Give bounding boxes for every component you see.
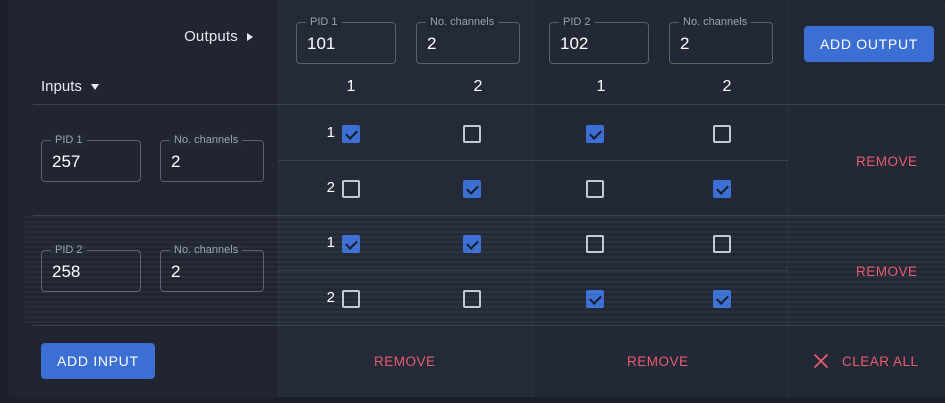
cbx-in1ch1-out1ch1[interactable] — [342, 125, 360, 143]
input-2-channel-1-index: 1 — [326, 234, 335, 251]
cbx-in2ch1-out1ch1[interactable] — [342, 235, 360, 253]
chevron-down-icon — [90, 83, 99, 90]
output-2-pid-input[interactable] — [560, 32, 640, 56]
clear-all-button[interactable]: CLEAR ALL — [812, 352, 919, 370]
input-2-channel-2-index: 2 — [326, 289, 335, 306]
output-2-channels-input[interactable] — [680, 32, 760, 56]
matrix-header: Outputs Inputs PID 1 No. channels PID 2 — [8, 0, 945, 105]
cbx-in1ch2-out1ch1[interactable] — [342, 180, 360, 198]
inputs-column-tint — [8, 0, 278, 397]
cbx-in2ch1-out2ch2[interactable] — [713, 235, 731, 253]
routing-matrix-card: Outputs Inputs PID 1 No. channels PID 2 — [8, 0, 945, 397]
outputs-header-toggle[interactable]: Outputs — [8, 28, 253, 45]
cbx-in1ch2-out1ch2[interactable] — [463, 180, 481, 198]
input-2-channels-input[interactable] — [171, 260, 251, 284]
output-2-channels-field[interactable]: No. channels — [669, 16, 773, 64]
input-1-channel-1-index: 1 — [326, 124, 335, 141]
remove-input-1-button[interactable]: REMOVE — [856, 154, 918, 169]
input-1-channels-input[interactable] — [171, 150, 251, 174]
chevron-right-icon — [247, 32, 253, 41]
inputs-header-toggle[interactable]: Inputs — [41, 78, 99, 95]
output-2-channel-1-header: 1 — [596, 78, 606, 95]
matrix-row-input2-ch1: 1 — [8, 216, 945, 271]
divider-output-1-2 — [532, 0, 533, 397]
matrix-row-input2-ch2: 2 — [8, 271, 945, 326]
remove-input-2-button[interactable]: REMOVE — [856, 264, 918, 279]
outputs-label: Outputs — [184, 28, 238, 45]
cbx-in2ch2-out2ch2[interactable] — [713, 290, 731, 308]
cbx-in1ch1-out1ch2[interactable] — [463, 125, 481, 143]
output-1-channel-1-header: 1 — [346, 78, 356, 95]
input-1-channels-field[interactable]: No. channels — [160, 134, 264, 182]
cbx-in1ch1-out2ch1[interactable] — [586, 125, 604, 143]
add-input-button[interactable]: ADD INPUT — [41, 343, 155, 379]
input-group-divider-2 — [33, 325, 945, 326]
cbx-in2ch2-out1ch2[interactable] — [463, 290, 481, 308]
input-2-pid-input[interactable] — [52, 260, 132, 284]
divider-inputs-outputs — [278, 0, 279, 397]
output-1-pid-field[interactable]: PID 1 — [296, 16, 396, 64]
output-2-pid-field[interactable]: PID 2 — [549, 16, 649, 64]
input-group-divider-1 — [33, 215, 945, 216]
header-bottom-divider — [33, 104, 945, 105]
remove-output-2-button[interactable]: REMOVE — [627, 354, 689, 369]
cbx-in2ch1-out1ch2[interactable] — [463, 235, 481, 253]
remove-output-1-button[interactable]: REMOVE — [374, 354, 436, 369]
input-1-pid-field[interactable]: PID 1 — [41, 134, 141, 182]
clear-all-label: CLEAR ALL — [842, 353, 919, 369]
input-2-channels-legend: No. channels — [170, 244, 243, 256]
input-1-channels-legend: No. channels — [170, 134, 243, 146]
input-1-pid-legend: PID 1 — [51, 134, 87, 146]
matrix-row-input1-ch2: 2 — [8, 161, 945, 216]
input-2-channels-field[interactable]: No. channels — [160, 244, 264, 292]
output-1-channels-input[interactable] — [427, 32, 507, 56]
cbx-in1ch2-out2ch1[interactable] — [586, 180, 604, 198]
input-2-pid-legend: PID 2 — [51, 244, 87, 256]
divider-actions — [787, 0, 788, 397]
cbx-in2ch1-out2ch1[interactable] — [586, 235, 604, 253]
inputs-label: Inputs — [41, 78, 82, 95]
output-1-channels-legend: No. channels — [426, 16, 499, 28]
output-2-pid-legend: PID 2 — [559, 16, 595, 28]
output-1-pid-legend: PID 1 — [306, 16, 342, 28]
cbx-in2ch2-out1ch1[interactable] — [342, 290, 360, 308]
output-channel-header-row: 1 2 1 2 — [8, 78, 945, 102]
input-2-pid-field[interactable]: PID 2 — [41, 244, 141, 292]
input-1-channel-2-index: 2 — [326, 179, 335, 196]
input-1-pid-input[interactable] — [52, 150, 132, 174]
output-2-channel-2-header: 2 — [722, 78, 732, 95]
output-1-pid-input[interactable] — [307, 32, 387, 56]
output-1-channels-field[interactable]: No. channels — [416, 16, 520, 64]
output-2-channels-legend: No. channels — [679, 16, 752, 28]
output-1-channel-2-header: 2 — [473, 78, 483, 95]
matrix-row-divider-1 — [278, 160, 788, 161]
close-x-icon — [814, 354, 828, 368]
cbx-in1ch1-out2ch2[interactable] — [713, 125, 731, 143]
matrix-row-divider-2 — [278, 270, 788, 271]
matrix-row-input1-ch1: 1 — [8, 106, 945, 161]
add-output-button[interactable]: ADD OUTPUT — [804, 26, 934, 62]
cbx-in1ch2-out2ch2[interactable] — [713, 180, 731, 198]
cbx-in2ch2-out2ch1[interactable] — [586, 290, 604, 308]
